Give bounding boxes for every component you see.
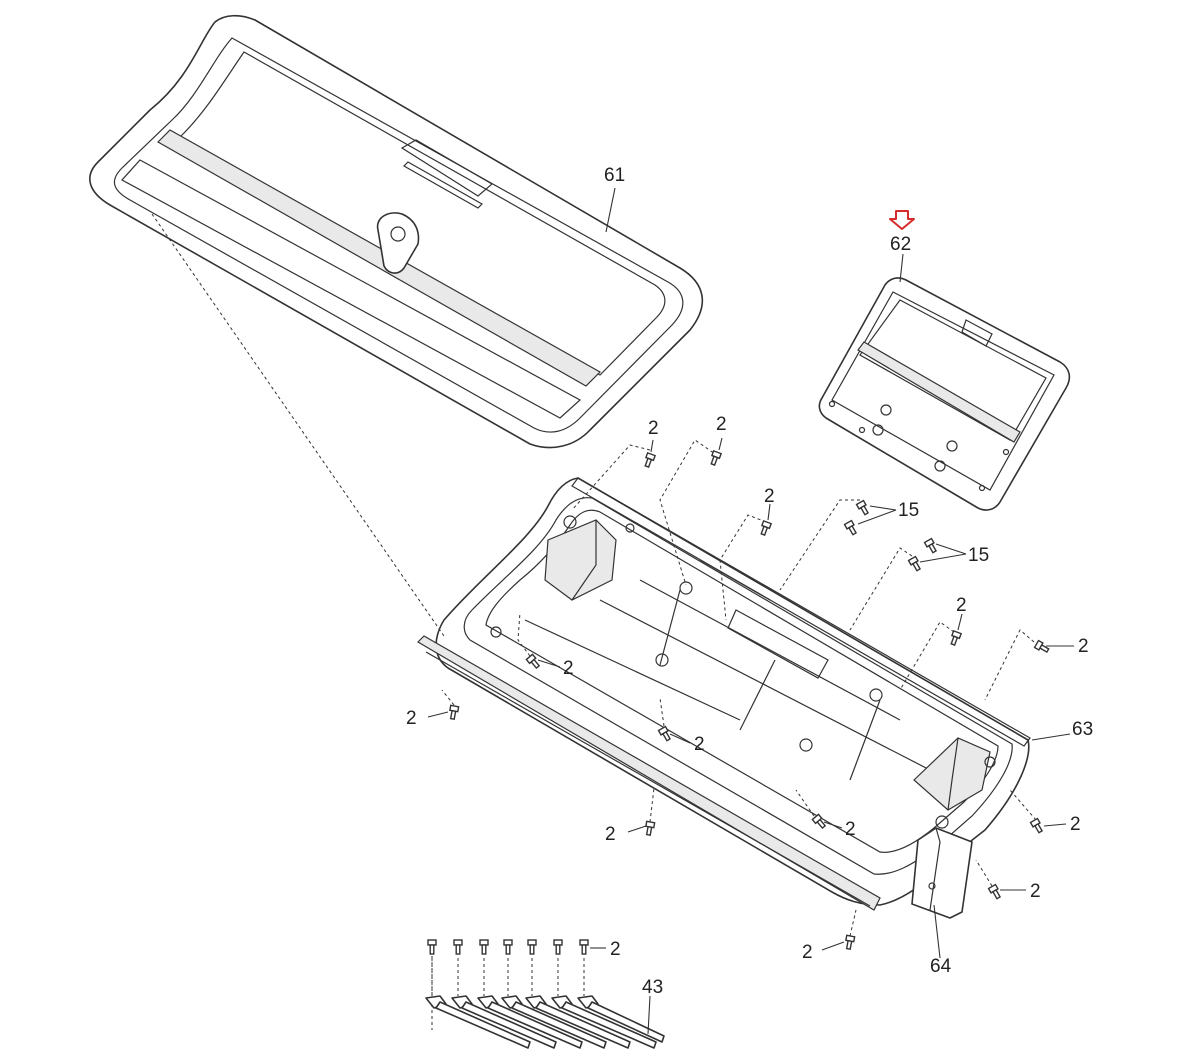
callout-64: 64: [930, 956, 952, 977]
callout-63: 63: [1072, 719, 1093, 740]
callout-2: 2: [716, 414, 727, 435]
callout-2: 2: [802, 942, 813, 963]
tray-inner-ribs: [524, 559, 931, 781]
callout-2: 2: [764, 486, 775, 507]
callout-2: 2: [610, 939, 621, 960]
part-63-base-tray[interactable]: [417, 477, 1031, 911]
callout-15: 15: [898, 500, 919, 521]
part-64-bracket[interactable]: [911, 827, 973, 919]
callout-62: 62: [890, 234, 911, 255]
leader-lines: [427, 187, 1074, 1035]
part-62-access-panel[interactable]: [818, 277, 1071, 511]
screw-set: [449, 449, 1050, 950]
callout-2: 2: [1070, 814, 1081, 835]
panel-mounting-holes: [828, 400, 1010, 492]
callout-2: 2: [563, 658, 574, 679]
callout-2: 2: [648, 418, 659, 439]
part-61-tray-cover[interactable]: [89, 14, 704, 449]
callout-2: 2: [845, 819, 856, 840]
assembly-guide-lines: [151, 213, 1037, 1030]
tray-bosses: [490, 515, 996, 829]
callout-2: 2: [694, 734, 705, 755]
callout-15: 15: [968, 545, 989, 566]
cable-ties-43[interactable]: [425, 995, 665, 1049]
callout-2: 2: [1030, 881, 1041, 902]
loose-screws-row: [427, 939, 589, 996]
callout-labels: 61 62 63 64 43 2 2 2 15 15 2 2 2 2 2 2 2…: [406, 165, 1093, 998]
callout-2: 2: [406, 708, 417, 729]
callout-2: 2: [1078, 636, 1089, 657]
callout-43: 43: [642, 977, 663, 998]
down-arrow-icon: [889, 210, 915, 230]
callout-61: 61: [604, 165, 625, 186]
callout-2: 2: [956, 595, 967, 616]
callout-2: 2: [605, 824, 616, 845]
